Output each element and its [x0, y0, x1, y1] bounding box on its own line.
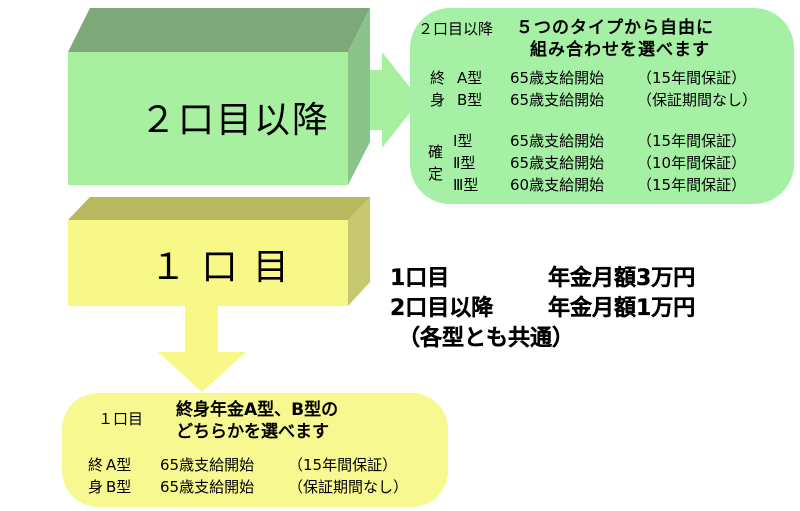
yellow-bubble [62, 393, 448, 507]
later-row-start: 65歳支給開始 [510, 69, 605, 87]
first-row-guarantee: （15年間保証） [288, 456, 398, 474]
yellow-arrow [158, 306, 246, 392]
later-group1-label-1: 終 [430, 69, 446, 87]
later-row-type: Ⅱ型 [453, 154, 476, 172]
first-row-guarantee: （保証期間なし） [288, 478, 409, 496]
amount-note: （各型とも共通） [398, 326, 575, 351]
later-row-type: B型 [457, 91, 483, 109]
later-heading-line2: 組み合わせを選べます [530, 40, 710, 60]
amount-row2-label: 2口目以降 [390, 296, 494, 321]
later-row-guarantee: （15年間保証） [637, 69, 747, 87]
green-box-top [68, 8, 370, 52]
yellow-box-front [68, 220, 348, 306]
first-row-label: 終 [88, 456, 104, 474]
later-row-guarantee: （15年間保証） [637, 132, 747, 150]
amount-row2-value: 年金月額1万円 [548, 296, 696, 321]
first-row-start: 65歳支給開始 [160, 456, 255, 474]
later-group1-label-2: 身 [430, 91, 446, 109]
first-heading-line1: 終身年金A型、B型の [176, 400, 339, 420]
later-row-guarantee: （10年間保証） [637, 154, 747, 172]
amount-row1-value: 年金月額3万円 [548, 266, 696, 291]
later-row-type: A型 [457, 69, 483, 87]
green-box-front [68, 52, 348, 185]
first-row-start: 65歳支給開始 [160, 478, 255, 496]
amount-row1-label: 1口目 [390, 266, 450, 291]
first-row-type: B型 [106, 478, 132, 496]
green-bubble [410, 8, 794, 204]
later-row-start: 65歳支給開始 [510, 91, 605, 109]
later-row-type: Ⅲ型 [453, 176, 479, 194]
first-row-label: 身 [88, 478, 104, 496]
green-arrow [370, 52, 420, 148]
first-heading-tag: １口目 [98, 410, 144, 428]
later-group2-label-1: 確 [428, 143, 444, 161]
yellow-box-top [68, 197, 370, 220]
box-later-label: ２口目以降 [140, 100, 331, 141]
later-heading-tag: ２口目以降 [418, 20, 494, 38]
later-row-start: 65歳支給開始 [510, 132, 605, 150]
later-row-start: 65歳支給開始 [510, 154, 605, 172]
later-group2-label-2: 定 [428, 165, 444, 183]
green-box-side [348, 8, 370, 185]
later-row-type: Ⅰ型 [453, 132, 473, 150]
box-first-label: １ 口 目 [150, 247, 291, 288]
first-row-type: A型 [106, 456, 132, 474]
later-row-start: 60歳支給開始 [510, 176, 605, 194]
later-row-guarantee: （保証期間なし） [637, 91, 758, 109]
yellow-box-side [348, 197, 370, 306]
later-row-guarantee: （15年間保証） [637, 176, 747, 194]
first-heading-line2: どちらかを選べます [176, 422, 329, 442]
later-heading-line1: ５つのタイプから自由に [516, 18, 714, 38]
